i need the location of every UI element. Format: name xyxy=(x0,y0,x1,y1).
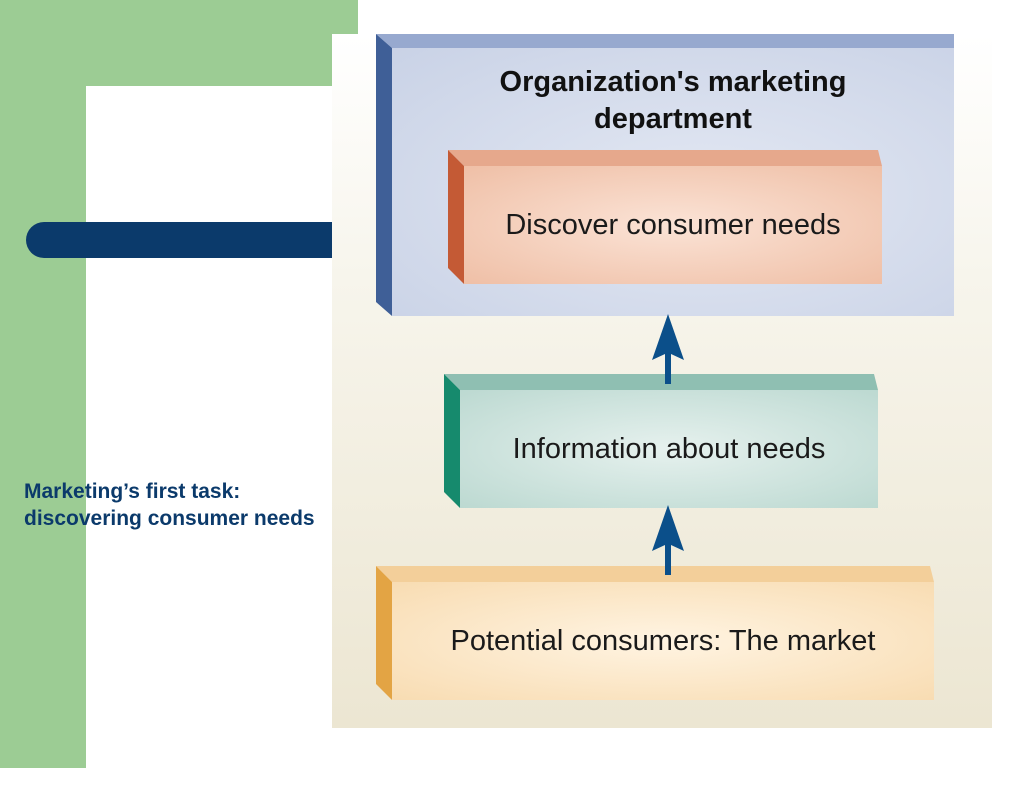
arrow-up-icon xyxy=(652,314,684,384)
organization-box-top xyxy=(376,34,954,48)
organization-label: Organization's marketing department xyxy=(499,66,847,135)
organization-box-side xyxy=(376,34,392,316)
arrow-up-icon xyxy=(652,505,684,575)
information-box-side xyxy=(444,374,460,508)
discover-needs-box: Discover consumer needs xyxy=(448,150,882,284)
consumers-box-face: Potential consumers: The market xyxy=(392,582,934,700)
information-box-face: Information about needs xyxy=(460,390,878,508)
information-label: Information about needs xyxy=(512,432,826,465)
slide-accent-bar xyxy=(26,222,356,258)
consumers-box: Potential consumers: The market xyxy=(376,566,934,700)
consumers-box-top xyxy=(376,566,934,582)
information-box: Information about needs xyxy=(444,374,878,508)
discover-needs-box-side xyxy=(448,150,464,284)
discover-needs-label: Discover consumer needs xyxy=(505,208,841,241)
discover-needs-box-top xyxy=(448,150,882,166)
consumers-label: Potential consumers: The market xyxy=(450,624,876,657)
slide-green-band xyxy=(0,0,86,768)
consumers-box-side xyxy=(376,566,392,700)
slide-green-top xyxy=(0,0,358,86)
discover-needs-box-face: Discover consumer needs xyxy=(464,166,882,284)
information-box-top xyxy=(444,374,878,390)
slide-caption: Marketing’s first task: discovering cons… xyxy=(24,480,315,530)
